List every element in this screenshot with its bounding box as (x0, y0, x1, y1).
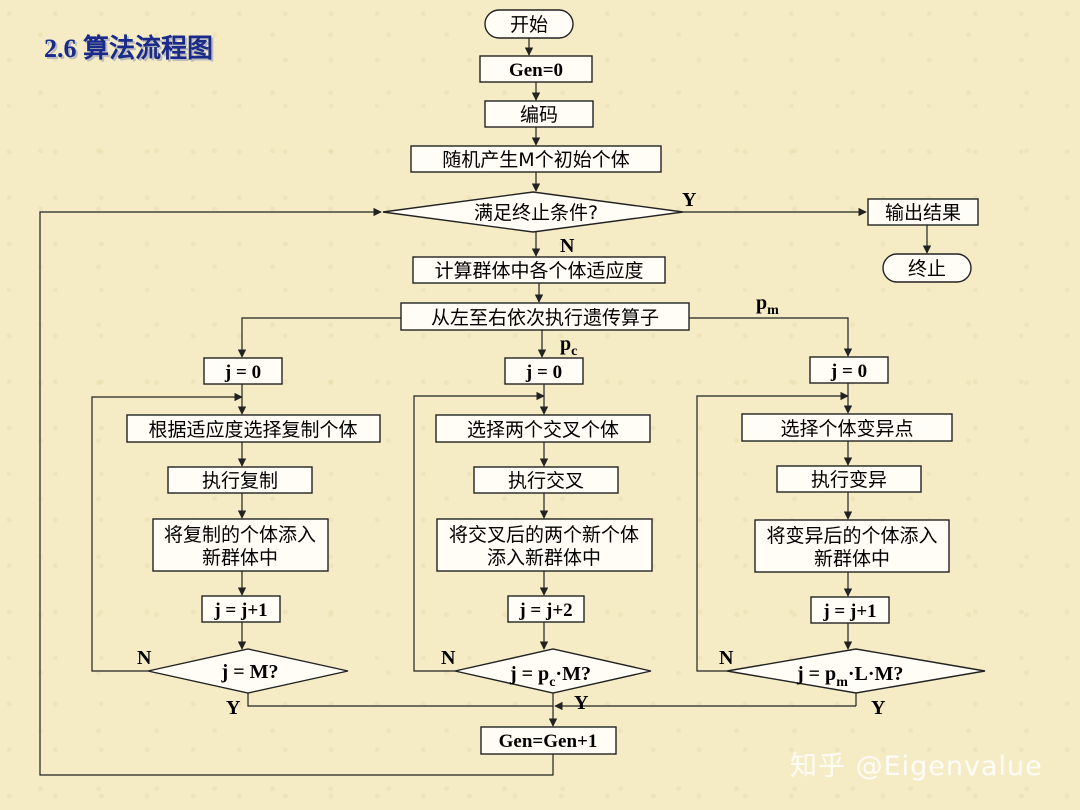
label-pc-sub: c (571, 344, 577, 359)
inc-box-right (810, 596, 890, 624)
label-n-top: N (560, 235, 575, 257)
add-cross-box (436, 518, 653, 572)
inc-text-right: j = j+1 (822, 601, 876, 622)
start-text: 开始 (510, 14, 548, 36)
select-cross-text: 选择两个交叉个体 (467, 419, 619, 441)
gen0-text: Gen=0 (509, 60, 563, 81)
do-cross-text: 执行交叉 (508, 470, 584, 492)
operators-box (400, 302, 690, 331)
edge-operators-right (689, 317, 853, 357)
j0-text-right: j = 0 (830, 361, 867, 382)
add-copy-box (152, 518, 329, 572)
select-copy-box (126, 414, 381, 443)
watermark-text: 知乎 @Eigenvalue (790, 751, 1043, 782)
j0-text-left: j = 0 (224, 362, 261, 383)
loop-left-n (91, 392, 243, 672)
cond-diamond-middle (454, 648, 652, 694)
operators-text: 从左至右依次执行遗传算子 (431, 307, 659, 329)
end-terminal (882, 253, 972, 283)
gen-inc-text: Gen=Gen+1 (499, 731, 598, 752)
fitness-text: 计算群体中各个体适应度 (434, 260, 643, 282)
cond-diamond-left (147, 648, 349, 694)
cond-text-right-pre: j = p (796, 663, 836, 685)
label-pm-sub: m (767, 303, 779, 318)
label-y-left: Y (226, 697, 241, 719)
select-cross-box (435, 414, 651, 443)
label-pm: pm (756, 292, 779, 318)
output-text: 输出结果 (885, 202, 961, 224)
label-pc-main: p (560, 333, 571, 355)
loop-gen-back (39, 207, 554, 776)
do-mut-box (776, 465, 922, 493)
j0-box-middle (504, 357, 584, 385)
cond-text-middle-post: ·M? (555, 663, 591, 685)
gen-inc-box (480, 726, 617, 755)
label-y-top: Y (682, 189, 697, 211)
edge-operators-left (237, 317, 401, 358)
j0-box-right (809, 356, 889, 384)
label-pm-main: p (756, 292, 767, 314)
label-n-middle: N (441, 647, 456, 669)
cond-text-right-post: ·L·M? (848, 663, 904, 685)
label-n-left: N (137, 647, 152, 669)
add-mut-box (754, 519, 950, 573)
j0-text-middle: j = 0 (525, 362, 562, 383)
select-mut-box (741, 413, 953, 442)
label-n-right: N (719, 647, 734, 669)
cond-text-middle-sub: c (549, 675, 555, 690)
select-copy-text: 根据适应度选择复制个体 (148, 419, 357, 441)
terminate-text: 满足终止条件? (474, 202, 598, 224)
init-text: 随机产生M个初始个体 (442, 149, 629, 171)
cond-diamond-right (726, 648, 986, 694)
add-cross-text-1: 将交叉后的两个新个体 (449, 524, 639, 546)
output-box (867, 198, 979, 226)
select-mut-text: 选择个体变异点 (780, 418, 913, 440)
fitness-box (412, 256, 666, 284)
cond-text-right-sub: m (836, 675, 848, 690)
slide-title: 2.6 算法流程图 (44, 34, 214, 63)
add-mut-text-2: 新群体中 (814, 548, 890, 570)
label-y-right: Y (871, 697, 886, 719)
cond-text-middle-pre: j = p (509, 663, 549, 685)
loop-right-n (696, 391, 849, 672)
add-copy-text-1: 将复制的个体添入 (164, 524, 316, 546)
add-cross-text-2: 添入新群体中 (487, 547, 601, 569)
encode-text: 编码 (520, 104, 558, 126)
inc-text-left: j = j+1 (213, 600, 267, 621)
init-box (410, 145, 662, 173)
inc-box-middle (507, 595, 585, 623)
inc-text-middle: j = j+2 (518, 600, 572, 621)
do-cross-box (473, 466, 619, 494)
cond-text-middle: j = pc·M? (509, 663, 591, 690)
inc-box-left (201, 595, 281, 623)
label-y-middle: Y (574, 692, 589, 714)
end-text: 终止 (908, 258, 946, 280)
do-copy-box (167, 466, 313, 494)
add-mut-text-1: 将变异后的个体添入 (766, 525, 937, 547)
encode-box (484, 100, 594, 128)
label-pc: pc (560, 333, 577, 359)
j0-box-left (203, 357, 283, 385)
do-mut-text: 执行变异 (811, 469, 887, 491)
edge-left-y (247, 693, 553, 707)
do-copy-text: 执行复制 (202, 470, 278, 492)
add-copy-text-2: 新群体中 (202, 547, 278, 569)
loop-middle-n (413, 391, 545, 672)
cond-text-left: j = M? (221, 661, 279, 683)
cond-text-right: j = pm·L·M? (796, 663, 903, 690)
